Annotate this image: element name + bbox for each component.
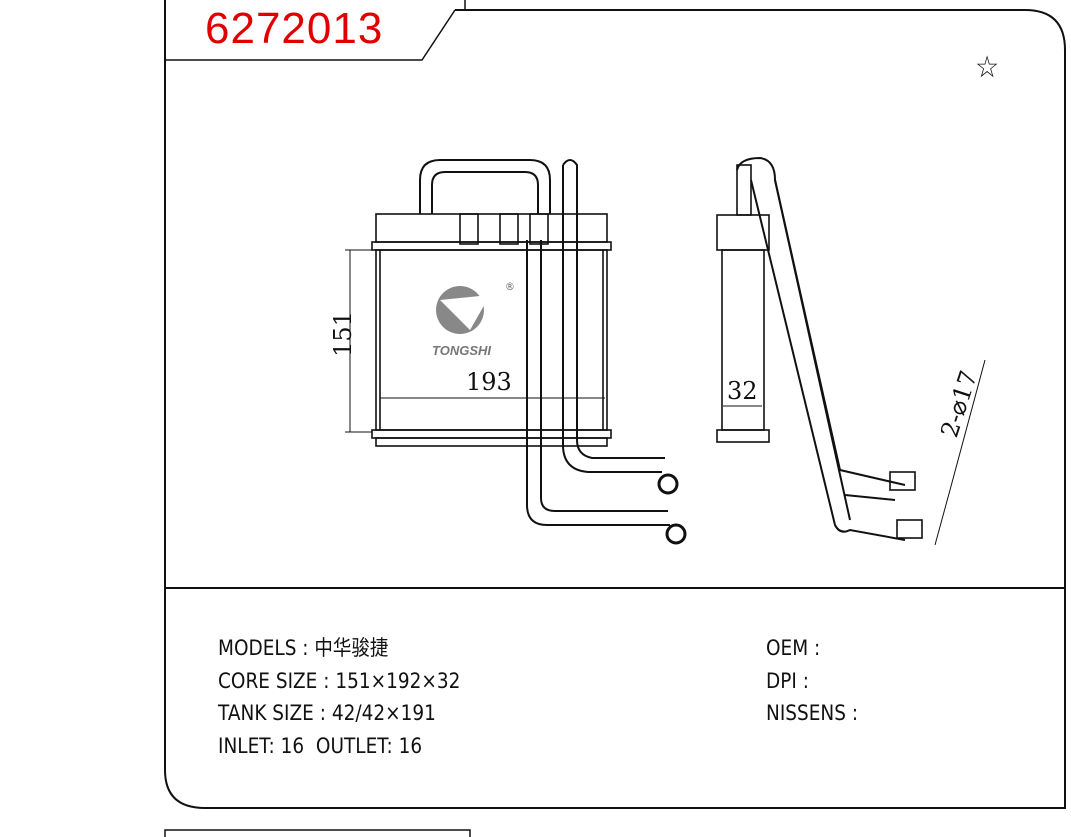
dpi-row: DPI :: [766, 668, 815, 693]
part-number: 6272013: [205, 4, 384, 53]
height-dimension: 151: [328, 311, 357, 357]
oem-row: OEM :: [766, 636, 827, 660]
heater-core-side-view: [716, 156, 986, 546]
svg-text:®: ®: [505, 280, 515, 293]
width-dimension: 193: [466, 368, 512, 396]
tongshi-logo: TONGSHI ®: [432, 280, 515, 358]
depth-dimension: 32: [727, 377, 758, 405]
heater-core-front-view: [345, 159, 687, 545]
inlet-outlet-row: INLET: 16 OUTLET: 16: [218, 733, 423, 758]
specs-right: OEM : DPI : NISSENS :: [766, 632, 864, 730]
svg-text:TONGSHI: TONGSHI: [432, 343, 491, 358]
core-size-row: CORE SIZE : 151×192×32: [218, 668, 461, 693]
tank-size-row: TANK SIZE : 42/42×191: [218, 701, 436, 725]
nissens-row: NISSENS :: [766, 701, 864, 725]
models-row: MODELS : 中华骏捷: [218, 636, 389, 660]
star-icon[interactable]: ☆: [975, 50, 1000, 85]
